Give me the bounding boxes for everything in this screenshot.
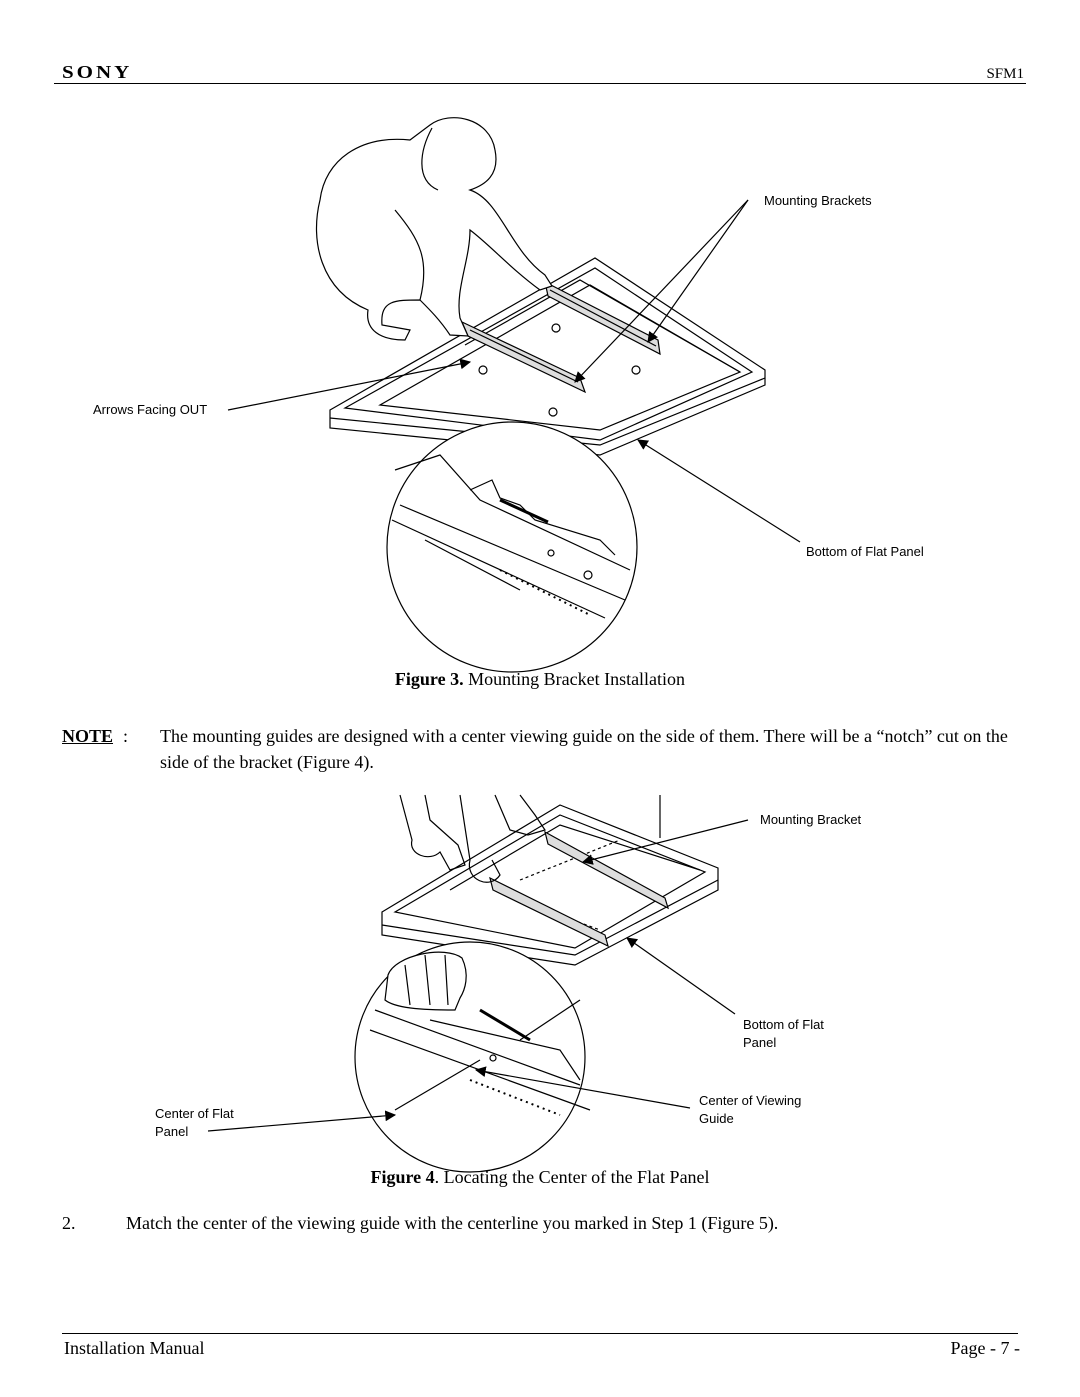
- label-mounting-brackets: Mounting Brackets: [764, 193, 872, 208]
- hand-upper: [494, 794, 546, 836]
- label-mounting-bracket: Mounting Bracket: [760, 812, 862, 827]
- bolt-hole: [631, 365, 641, 375]
- figure3-caption-number: Figure 3.: [394, 669, 464, 689]
- model-number: SFM1: [986, 66, 1024, 82]
- figure4-caption-number: Figure 4: [370, 1167, 435, 1187]
- flat-panel-outline: [381, 804, 719, 966]
- footer-rule: [62, 1333, 1018, 1334]
- footer-manual-title: Installation Manual: [64, 1338, 205, 1358]
- bolt-hole: [548, 407, 558, 417]
- label-center-of-flat-panel: Center of Flat Panel: [155, 1106, 234, 1139]
- leader-center-of-flat-panel: [207, 1110, 397, 1132]
- header-rule: [54, 83, 1026, 84]
- figure3-caption-text: Mounting Bracket Installation: [463, 669, 686, 689]
- figure4-caption: Figure 4. Locating the Center of the Fla…: [0, 1167, 1080, 1188]
- footer-page-number: Page - 7 -: [950, 1338, 1020, 1358]
- bolt-hole: [551, 323, 561, 333]
- mounting-bracket-right: [544, 830, 669, 910]
- figure3-caption: Figure 3. Mounting Bracket Installation: [0, 669, 1080, 690]
- leader-mounting-bracket: [581, 819, 749, 865]
- figure3-drawing: [227, 117, 801, 673]
- person-figure: [315, 117, 553, 341]
- hand-right: [459, 794, 501, 883]
- mounting-bracket-left: [489, 876, 609, 948]
- label-bottom-of-flat-panel: Bottom of Flat Panel: [806, 544, 924, 559]
- leader-mounting-brackets-2: [647, 199, 749, 343]
- step-text: Match the center of the viewing guide wi…: [126, 1213, 779, 1233]
- leader-mounting-brackets-1: [574, 199, 749, 383]
- note-colon: :: [123, 726, 129, 746]
- leader-center-of-viewing-guide: [474, 1066, 691, 1109]
- leader-bottom-of-flat-panel: [637, 439, 801, 543]
- figure4-caption-text: . Locating the Center of the Flat Panel: [434, 1167, 710, 1187]
- leader-bottom-of-flat-panel: [626, 937, 736, 1015]
- sony-logo: SONY: [62, 62, 133, 83]
- flat-panel-outline: [329, 257, 766, 456]
- step-number: 2.: [62, 1213, 76, 1233]
- label-arrows-facing-out: Arrows Facing OUT: [93, 402, 208, 417]
- label-bottom-of-flat-panel-fig4: Bottom of Flat Panel: [743, 1017, 824, 1050]
- figure4-drawing: [207, 794, 749, 1173]
- detail-zoom-circle: [386, 421, 638, 673]
- hand-left: [399, 794, 466, 871]
- bolt-hole: [478, 365, 488, 375]
- note-label: NOTE: [62, 726, 114, 746]
- leader-arrows-facing-out: [227, 358, 472, 411]
- note-text: The mounting guides are designed with a …: [160, 726, 1008, 772]
- label-center-of-viewing-guide: Center of Viewing Guide: [699, 1093, 802, 1126]
